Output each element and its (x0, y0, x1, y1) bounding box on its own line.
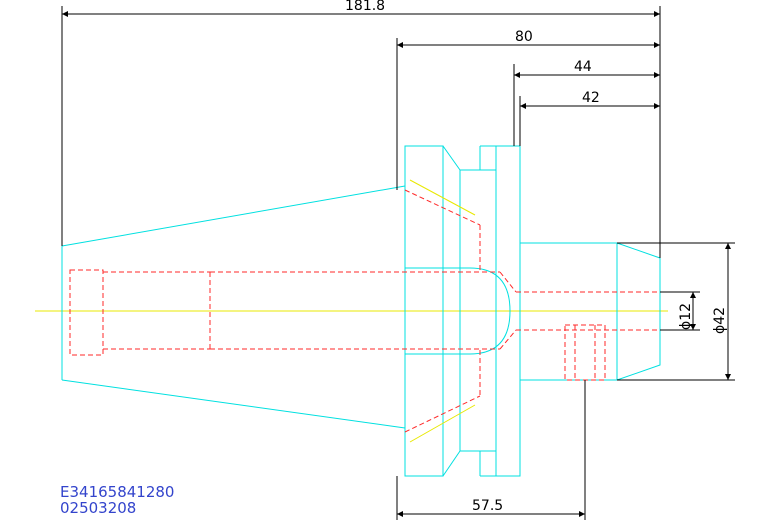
dim-flange-to-end: 80 (515, 29, 533, 45)
dim-flange-to-hole: 57.5 (472, 498, 503, 514)
dim-gauge-44: 44 (574, 59, 592, 75)
dim-shank-diameter: ϕ42 (712, 307, 728, 334)
extension-lines (61, 6, 735, 520)
dim-gauge-42: 42 (582, 90, 600, 106)
taper-outline (61, 185, 406, 429)
dim-bore-diameter: ϕ12 (678, 303, 694, 330)
part-code-line-2: 02503208 (60, 499, 137, 517)
part-code-line-1: E34165841280 (60, 483, 175, 501)
flange-guide-lines (409, 179, 476, 443)
dim-overall-length: 181.8 (345, 0, 385, 14)
dimension-lines (62, 11, 731, 517)
flange-outline (404, 145, 521, 477)
